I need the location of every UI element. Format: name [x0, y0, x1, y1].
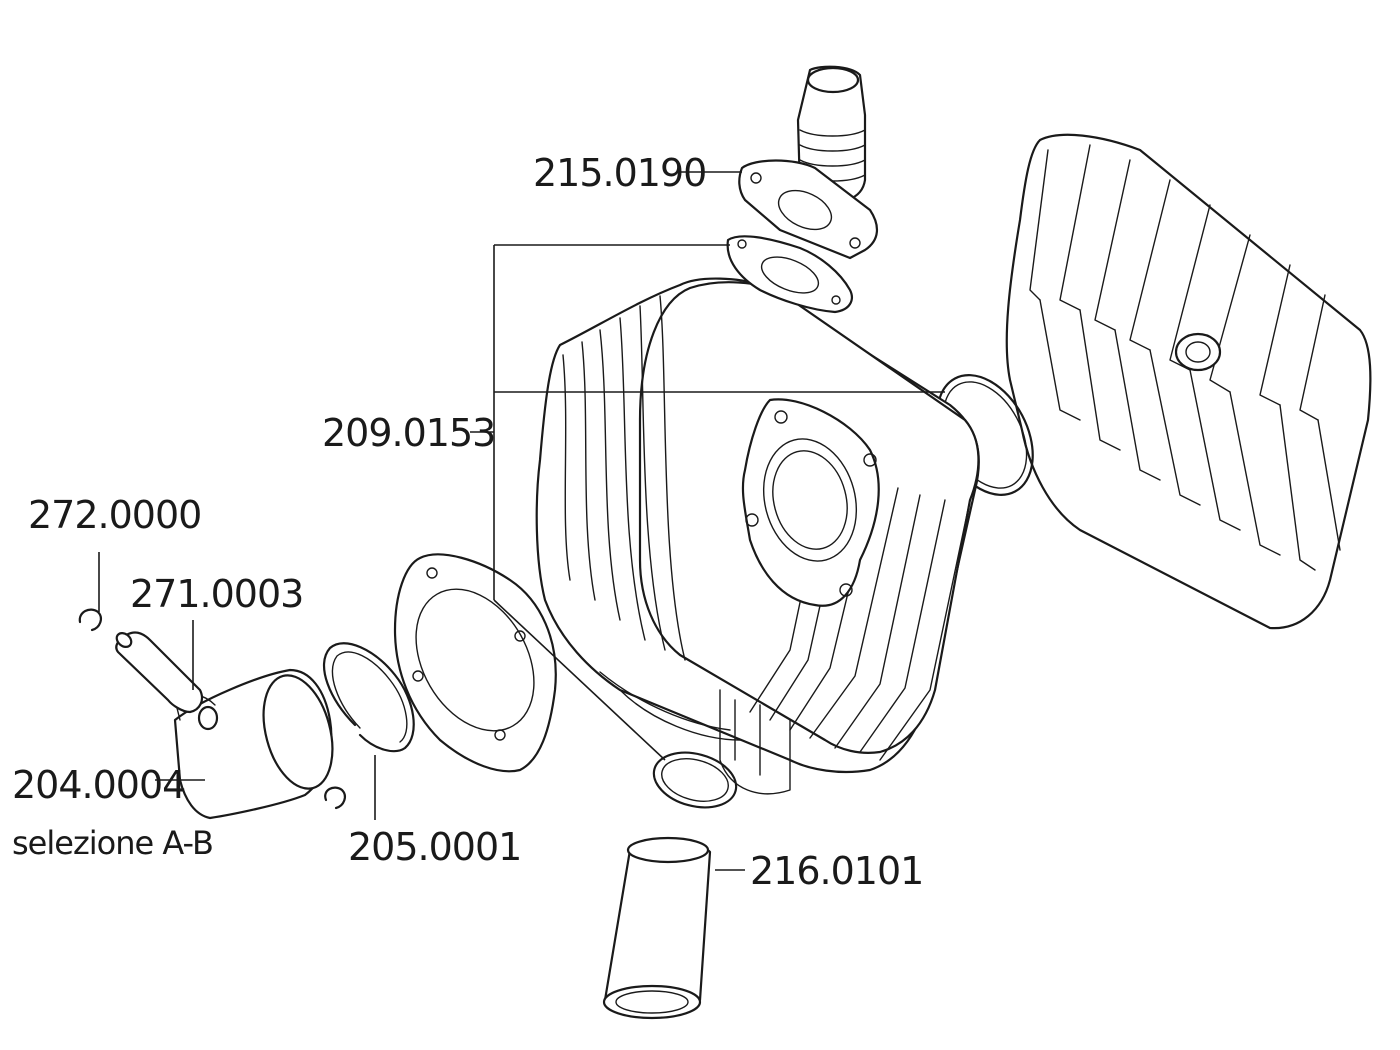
piston-pin [115, 631, 204, 714]
piston-ring [322, 642, 415, 753]
label-piston-ring: 205.0001 [348, 825, 521, 869]
exhaust-gasket [652, 751, 738, 809]
label-piston: 204.0004 [12, 763, 185, 807]
intake-gasket [726, 235, 853, 314]
label-piston-pin: 271.0003 [130, 572, 303, 616]
label-circlip: 272.0000 [28, 493, 201, 537]
piston [173, 668, 334, 820]
cylinder [535, 277, 980, 795]
intake-manifold [738, 65, 878, 260]
base-gasket [393, 553, 557, 773]
circlip-upper [78, 608, 102, 632]
label-piston-note: selezione A-B [12, 824, 213, 862]
label-gasket-set: 209.0153 [322, 411, 495, 455]
cylinder-head [1005, 133, 1372, 630]
exhaust-stub [602, 836, 712, 1020]
label-intake-manifold: 215.0190 [533, 151, 706, 195]
circlip-lower [324, 786, 346, 810]
leader-lines [98, 171, 945, 871]
label-exhaust-stub: 216.0101 [750, 849, 923, 893]
